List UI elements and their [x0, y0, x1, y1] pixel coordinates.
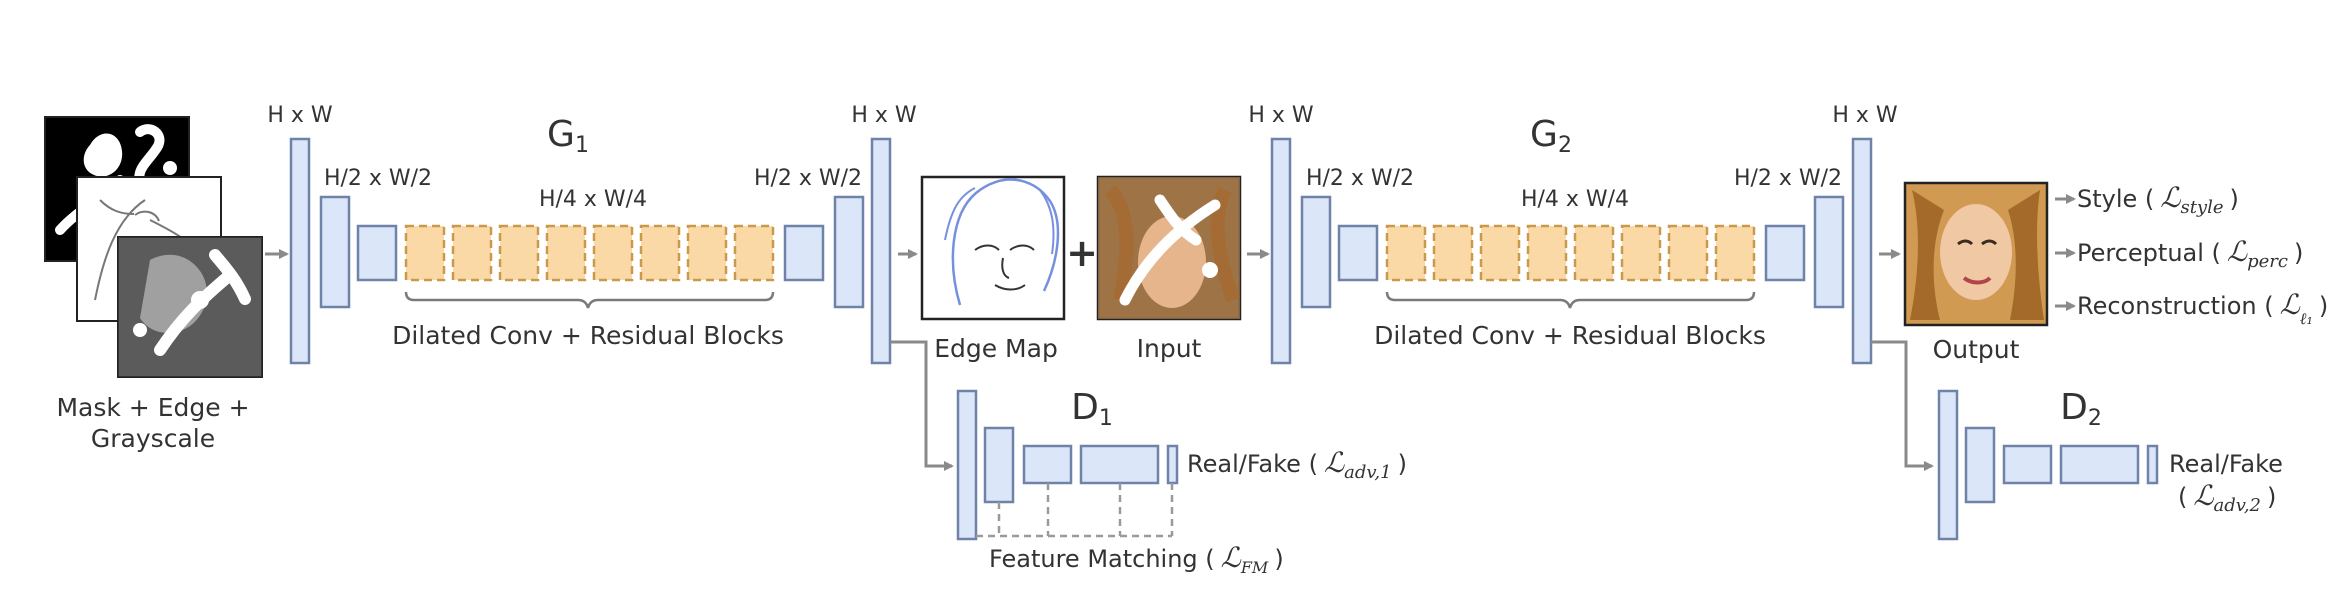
- d2-conv-4: [2059, 444, 2140, 485]
- g1-conv-full-in: [289, 137, 311, 365]
- loss-list: Style (ℒstyle) Perceptual (ℒperc) Recons…: [2055, 181, 2328, 328]
- input-stack: Mask + Edge + Grayscale: [44, 116, 263, 453]
- g2-res-block: [1667, 224, 1709, 282]
- g2-deconv-quarter: [1764, 224, 1806, 282]
- g1-res-block: [592, 224, 634, 282]
- g1-dim-half-in: H/2 x W/2: [324, 166, 432, 191]
- output-caption: Output: [1933, 335, 2020, 364]
- feature-matching-connections: [976, 483, 1174, 538]
- g2-conv-quarter-in: [1337, 224, 1379, 282]
- d1-output-label: Real/Fake (ℒadv,1): [1187, 446, 1407, 483]
- d1-conv-1: [956, 389, 978, 541]
- g1-res-block: [451, 224, 493, 282]
- g2-residual-blocks: [1385, 224, 1756, 282]
- g1-res-block: [545, 224, 587, 282]
- g2-res-block: [1432, 224, 1474, 282]
- g1-dim-full-in: H x W: [267, 103, 333, 128]
- g1-brace: [404, 291, 775, 309]
- g1-title: G1: [547, 114, 589, 158]
- g1-res-block: [733, 224, 775, 282]
- g2-dim-quarter: H/4 x W/4: [1521, 187, 1629, 212]
- g1-conv-quarter-in: [356, 224, 398, 282]
- edge-map: Edge Map: [920, 175, 1066, 363]
- feature-matching-label: Feature Matching (ℒFM): [989, 541, 1284, 577]
- output: Output: [1903, 181, 2049, 364]
- masked-input: Input: [1096, 175, 1242, 363]
- g1-residual-blocks: [404, 224, 775, 282]
- g1-dim-half-out: H/2 x W/2: [754, 166, 862, 191]
- g2-dim-full-out: H x W: [1832, 103, 1898, 128]
- g2-deconv-half-out: [1813, 195, 1845, 309]
- arrow-to-d2: [1871, 340, 1934, 471]
- generator-g2: G2 H x W H/2 x W/2 H/4 x W/4 Dilated Con…: [1248, 103, 1898, 365]
- g2-res-block: [1526, 224, 1568, 282]
- d1-title: D1: [1071, 387, 1113, 431]
- d2-conv-1: [1937, 389, 1959, 541]
- g1-blocks-caption: Dilated Conv + Residual Blocks: [392, 321, 784, 350]
- g1-res-block: [498, 224, 540, 282]
- edge-map-caption: Edge Map: [934, 334, 1058, 363]
- d2-output-label-line1: Real/Fake: [2169, 450, 2283, 478]
- d1-conv-2: [983, 426, 1015, 504]
- g2-res-block: [1479, 224, 1521, 282]
- g2-res-block: [1573, 224, 1615, 282]
- g1-dim-quarter: H/4 x W/4: [539, 187, 647, 212]
- g2-brace: [1385, 291, 1756, 309]
- d2-conv-5: [2146, 444, 2159, 485]
- perceptual-loss: Perceptual (ℒperc): [2077, 235, 2303, 272]
- g2-dim-half-out: H/2 x W/2: [1734, 166, 1842, 191]
- style-loss: Style (ℒstyle): [2077, 181, 2239, 218]
- g2-blocks-caption: Dilated Conv + Residual Blocks: [1374, 321, 1766, 350]
- reconstruction-loss: Reconstruction (ℒℓ₁): [2077, 288, 2328, 328]
- d2-title: D2: [2060, 387, 2102, 431]
- input-stack-caption-line2: Grayscale: [91, 424, 215, 453]
- grayscale-image: [117, 236, 263, 378]
- g1-deconv-half-out: [833, 195, 865, 309]
- g1-deconv-full-out: [870, 137, 892, 365]
- d1-conv-5: [1166, 444, 1179, 485]
- input-stack-caption-line1: Mask + Edge +: [56, 393, 249, 422]
- g2-deconv-full-out: [1851, 137, 1873, 365]
- discriminator-d2: D2 Real/Fake (ℒadv,2): [1871, 340, 2283, 541]
- generator-g1: G1 H x W H/2 x W/2 H/4 x W/4 Dilated Con…: [267, 103, 917, 365]
- d1-conv-3: [1022, 444, 1073, 485]
- g2-dim-full-in: H x W: [1248, 103, 1314, 128]
- g1-deconv-quarter: [783, 224, 825, 282]
- masked-input-caption: Input: [1137, 334, 1202, 363]
- g1-conv-half-in: [319, 195, 351, 309]
- arrow-to-d1: [890, 340, 954, 471]
- g2-conv-half-in: [1300, 195, 1332, 309]
- g1-res-block: [404, 224, 446, 282]
- d2-output-label-line2: (ℒadv,2): [2178, 479, 2276, 516]
- g1-dim-full-out: H x W: [851, 103, 917, 128]
- g2-res-block: [1385, 224, 1427, 282]
- g2-res-block: [1620, 224, 1662, 282]
- plus-sign: +: [1066, 231, 1098, 275]
- d1-conv-4: [1079, 444, 1160, 485]
- g2-conv-full-in: [1270, 137, 1292, 365]
- g1-res-block: [639, 224, 681, 282]
- g2-res-block: [1714, 224, 1756, 282]
- edge-map-image: [920, 175, 1066, 321]
- discriminator-d1: D1 Real/Fake (ℒadv,1) Feature Matching (…: [890, 340, 1407, 577]
- g2-title: G2: [1530, 114, 1572, 158]
- g1-res-block: [686, 224, 728, 282]
- d2-conv-3: [2002, 444, 2053, 485]
- g2-dim-half-in: H/2 x W/2: [1306, 166, 1414, 191]
- d2-conv-2: [1964, 426, 1996, 504]
